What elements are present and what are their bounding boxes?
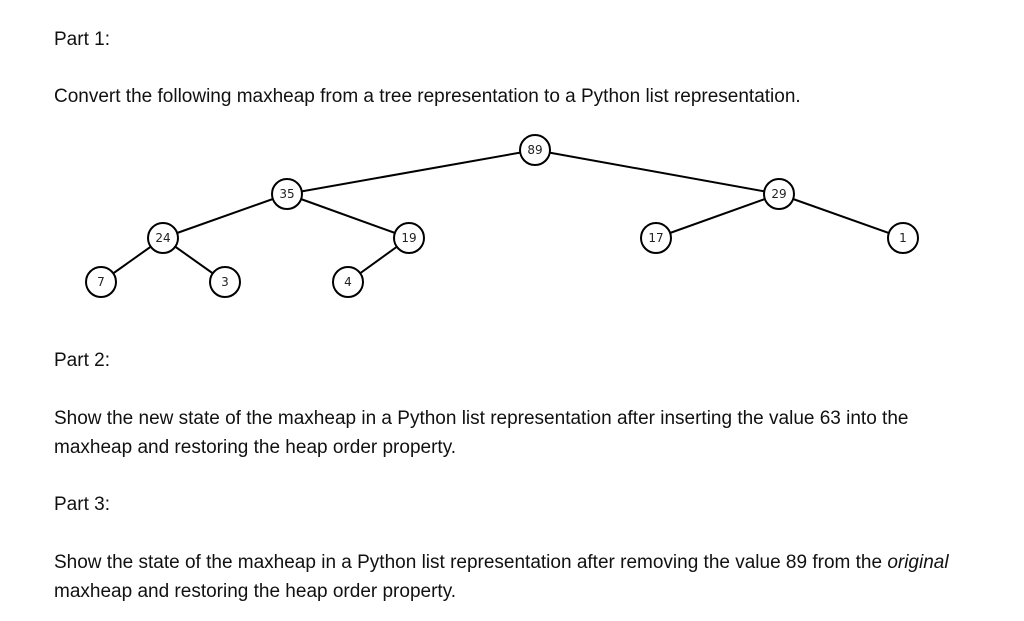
tree-node-circle xyxy=(147,222,179,254)
tree-node-circle xyxy=(763,178,795,210)
tree-node-4: 4 xyxy=(332,266,364,298)
tree-edge-89-29 xyxy=(534,149,780,195)
tree-edge-29-17 xyxy=(655,193,780,239)
part1-heading: Part 1: xyxy=(54,29,110,50)
tree-node-circle xyxy=(640,222,672,254)
tree-node-label: 35 xyxy=(279,187,294,201)
part3-instruction-start: Show the state of the maxheap in a Pytho… xyxy=(54,552,888,573)
part2-instruction: Show the new state of the maxheap in a P… xyxy=(54,408,909,458)
tree-edge-89-35 xyxy=(286,149,536,195)
part3-instruction: Show the state of the maxheap in a Pytho… xyxy=(54,548,954,606)
tree-node-circle xyxy=(209,266,241,298)
tree-node-circle xyxy=(519,134,551,166)
tree-node-19: 19 xyxy=(393,222,425,254)
tree-edges xyxy=(100,149,904,283)
tree-node-circle xyxy=(85,266,117,298)
tree-node-circle xyxy=(332,266,364,298)
tree-node-24: 24 xyxy=(147,222,179,254)
tree-node-circle xyxy=(887,222,919,254)
tree-node-label: 3 xyxy=(221,275,229,289)
tree-node-label: 17 xyxy=(648,231,663,245)
tree-edge-35-24 xyxy=(162,193,288,239)
part3-instruction-end: maxheap and restoring the heap order pro… xyxy=(54,581,457,602)
tree-node-circle xyxy=(393,222,425,254)
tree-edge-35-19 xyxy=(286,193,410,239)
tree-node-17: 17 xyxy=(640,222,672,254)
tree-node-label: 7 xyxy=(97,275,105,289)
tree-node-label: 89 xyxy=(527,143,542,157)
part3-instruction-emphasis: original xyxy=(887,552,949,573)
tree-node-label: 4 xyxy=(344,275,352,289)
tree-node-label: 1 xyxy=(899,231,907,245)
tree-node-1: 1 xyxy=(887,222,919,254)
part1-instruction: Convert the following maxheap from a tre… xyxy=(54,86,801,107)
tree-edge-29-1 xyxy=(778,193,904,239)
tree-node-29: 29 xyxy=(763,178,795,210)
tree-node-35: 35 xyxy=(271,178,303,210)
tree-node-7: 7 xyxy=(85,266,117,298)
tree-node-3: 3 xyxy=(209,266,241,298)
tree-node-label: 29 xyxy=(771,187,786,201)
part3-heading: Part 3: xyxy=(54,494,110,515)
tree-node-circle xyxy=(271,178,303,210)
tree-node-89: 89 xyxy=(519,134,551,166)
tree-node-label: 24 xyxy=(155,231,170,245)
tree-node-label: 19 xyxy=(401,231,416,245)
part2-heading: Part 2: xyxy=(54,350,110,371)
